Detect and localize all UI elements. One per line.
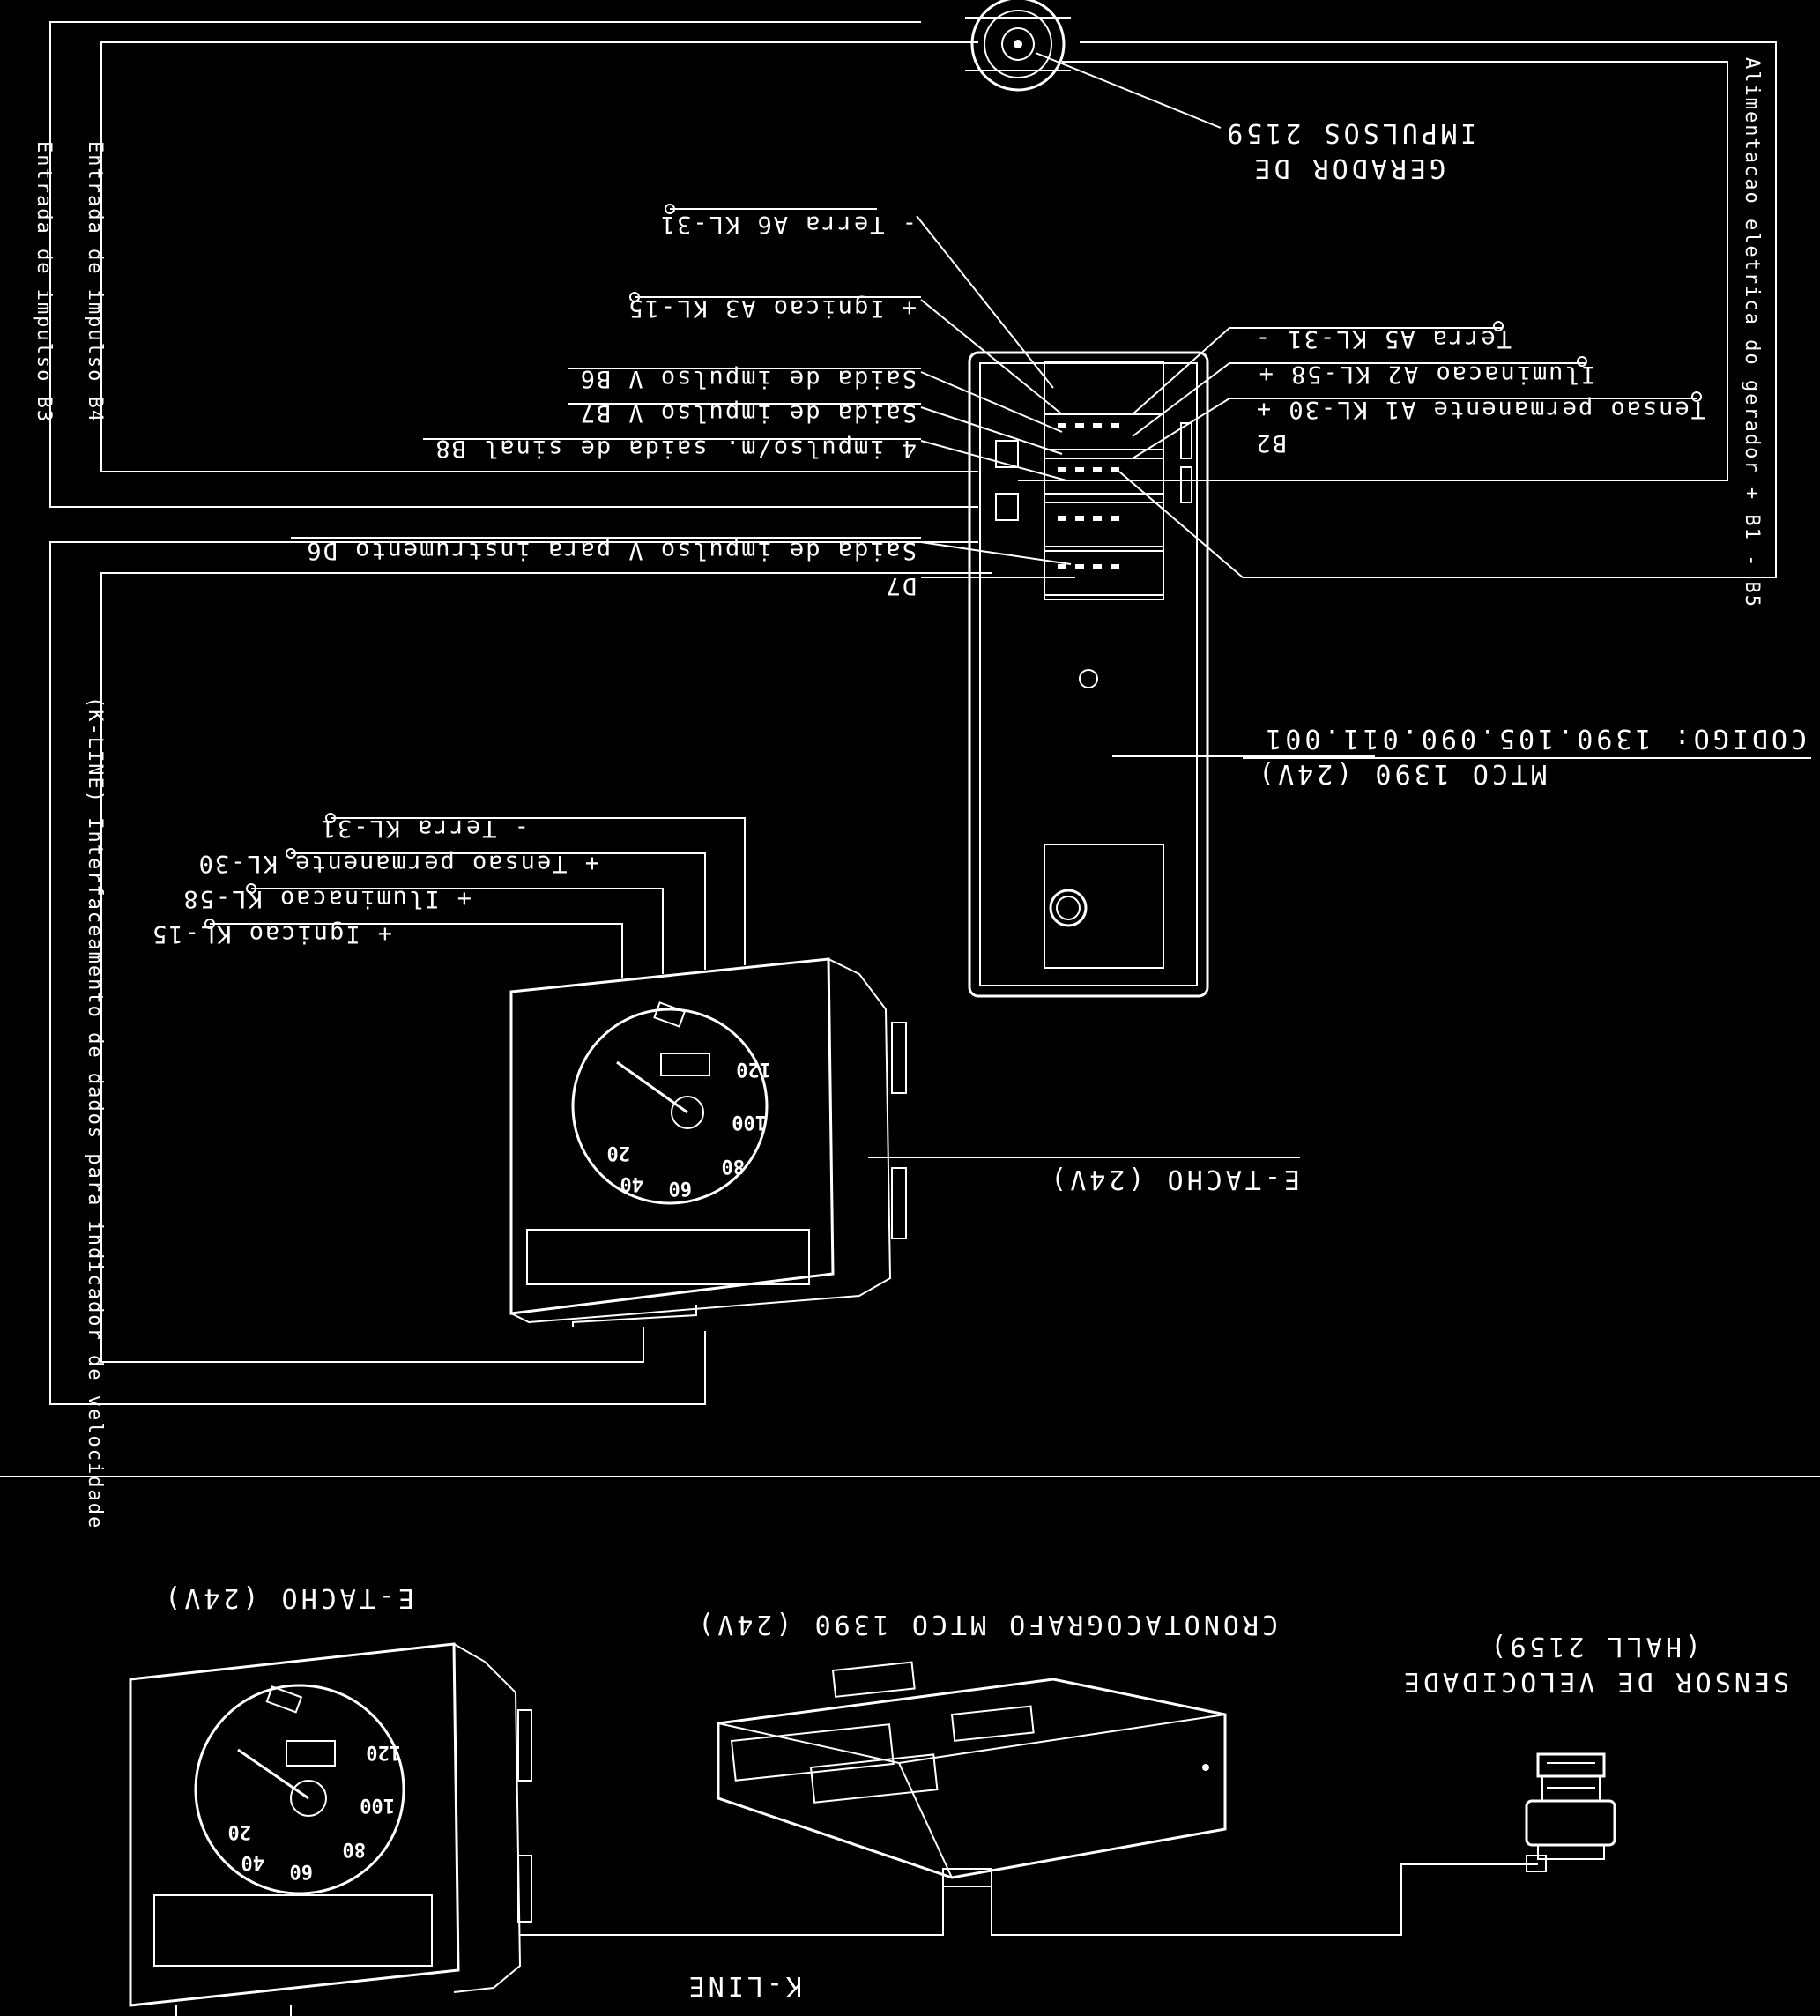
- label-left-inner: Entrada de impulso B4: [84, 141, 106, 424]
- kline-bottom-label: K-LINE: [685, 1970, 802, 2001]
- label-right-side: Alimentacao eletrica do gerador + B1 - B…: [1741, 57, 1763, 609]
- label-a1: Tensao permanente A1 KL-30 +: [1254, 396, 1705, 423]
- label-kline-side: (K-LINE) Interfaceamento de dados para i…: [84, 696, 106, 1530]
- label-kl58: + Iluminacao KL-58: [182, 885, 472, 912]
- etacho-top: [509, 957, 907, 1327]
- sensor-label-line2: SENSOR DE VELOCIDADE: [1400, 1666, 1789, 1697]
- label-kl30: + Tensao permanente KL-30: [197, 850, 599, 877]
- label-kl15: + Ignicao KL-15: [151, 920, 392, 948]
- sensor-bottom: [1525, 1752, 1616, 1872]
- etacho-bottom: [129, 1642, 1538, 2016]
- mtco-model-label: MTCO 1390 (24V): [1255, 758, 1547, 789]
- impulse-generator-top: [965, 0, 1222, 129]
- gauge-bottom-tick-40: 40: [241, 1851, 265, 1873]
- gauge-bottom-tick-120: 120: [366, 1741, 401, 1763]
- label-b7: Saida de impulso V B7: [578, 399, 917, 427]
- gauge-bottom-tick-100: 100: [360, 1794, 395, 1816]
- wire-loops: [49, 21, 1777, 1405]
- label-a3: + Ignicao A3 KL-15: [627, 294, 917, 322]
- gauge-bottom-tick-60: 60: [289, 1860, 314, 1882]
- etacho-bottom-label: E-TACHO (24V): [161, 1582, 414, 1613]
- gauge-tick-80: 80: [721, 1155, 746, 1177]
- gauge-tick-40: 40: [620, 1172, 644, 1194]
- label-a2: Iluminacao A2 KL-58 +: [1257, 361, 1595, 388]
- chrono-bottom: [717, 1661, 1227, 1887]
- generator-label-line2: GERADOR DE: [1251, 153, 1445, 183]
- mtco-code-label: CODIGO: 1390.105.090.011.001: [1262, 723, 1807, 754]
- connector-leaders: [291, 208, 1697, 578]
- generator-label-line1: IMPULSOS 2159: [1223, 117, 1476, 148]
- etacho-top-label: E-TACHO (24V): [1047, 1164, 1300, 1194]
- mtco-rear-view: [968, 351, 1811, 998]
- label-b2: B2: [1254, 429, 1287, 457]
- gauge-tick-60: 60: [668, 1177, 693, 1199]
- gauge-tick-20: 20: [606, 1142, 631, 1164]
- label-b6: Saida de impulso V B6: [578, 365, 917, 392]
- label-d7: D7: [884, 572, 917, 599]
- chrono-bottom-label: CRONOTACOGRAFO MTCO 1390 (24V): [695, 1609, 1278, 1640]
- label-left-outer: Entrada de impulso B3: [33, 141, 55, 424]
- label-kl31: - Terra KL-31: [319, 815, 529, 842]
- label-d6: Saida de impulso V para instrumento D6: [305, 537, 917, 564]
- label-b8: 4 impulso/m. saida de sinal B8: [434, 435, 917, 462]
- label-a6: - Terra A6 KL-31: [658, 211, 917, 238]
- etacho-wires: [210, 817, 1300, 1158]
- label-a5: Terra A5 KL-31 -: [1253, 325, 1512, 353]
- gauge-tick-100: 100: [732, 1111, 767, 1133]
- gauge-bottom-tick-80: 80: [342, 1838, 367, 1860]
- gauge-tick-120: 120: [736, 1058, 771, 1080]
- sensor-label-line1: (HALL 2159): [1487, 1631, 1701, 1662]
- gauge-bottom-tick-20: 20: [227, 1820, 252, 1842]
